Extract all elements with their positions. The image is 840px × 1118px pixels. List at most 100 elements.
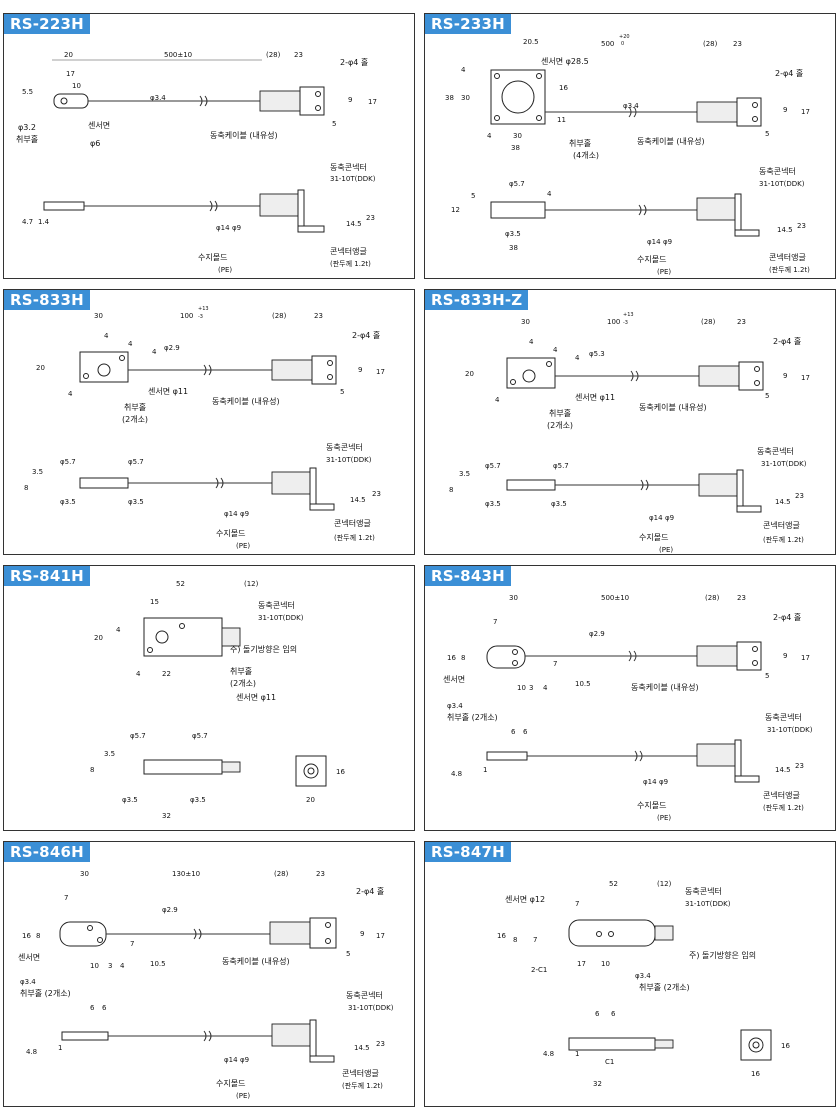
sensor-body — [53, 93, 89, 109]
dim-label: 23 — [737, 594, 746, 602]
angle-label: 콘넥터앵글 — [763, 520, 800, 530]
dim-label: 3.5 — [459, 470, 470, 478]
connector-label: 동축콘넥터 — [757, 446, 794, 456]
dim-label: 9 — [783, 106, 787, 114]
drawing-rs-847h: 52 (12) 센서면 φ12 동축콘넥터 31-10T(DDK) 7 16 8… — [497, 880, 790, 1088]
connector-label: 동축콘넥터 — [685, 886, 722, 896]
dim-label: 7 — [575, 900, 579, 908]
mold-label: 수지몰드 — [637, 255, 666, 264]
dim-label: (28) — [274, 870, 289, 878]
connector-model: 31-10T(DDK) — [326, 456, 372, 464]
dim-label: φ5.7 — [192, 732, 208, 740]
dim-label: φ3.2 — [18, 123, 36, 132]
dim-label: 3.5 — [104, 750, 115, 758]
dim-label: 4 — [152, 348, 157, 356]
note-label: 주) 돌기방향은 임의 — [689, 950, 756, 960]
dim-label: 500±10 — [601, 594, 629, 602]
model-title: RS-833H — [4, 290, 90, 310]
dim-label: φ2.9 — [164, 344, 180, 352]
angle-label: 콘넥터앵글 — [769, 252, 806, 262]
dim-label: φ5.7 — [553, 462, 569, 470]
drawing-rs-223h: 20 500±10 (28) 23 2-φ4 홀 17 10 5.5 φ3.4 … — [16, 51, 377, 274]
dim-label: φ5.3 — [589, 350, 605, 358]
angle-label: 콘넥터앵글 — [330, 246, 367, 256]
dim-label: φ3.4 — [623, 102, 639, 110]
sensor-face — [155, 630, 169, 644]
dim-label: 5 — [340, 388, 344, 396]
dim-label: 9 — [360, 930, 364, 938]
dim-label: φ3.4 — [635, 972, 651, 980]
dim-label: 52 — [176, 580, 185, 588]
dim-label: 23 — [294, 51, 303, 59]
dim-label: φ14 — [224, 1056, 238, 1064]
sensor-body — [486, 645, 526, 669]
panel-rs-841h: RS-841H 52 (12) 15 동축콘넥터 31-10T(DDK) 20 … — [3, 565, 415, 831]
mount-hole — [315, 91, 321, 97]
sensor-label: 센서면 — [88, 120, 110, 130]
mount-label: 취부홀 — [569, 138, 591, 148]
holes-label: 2-φ4 홀 — [773, 612, 801, 622]
dim-label: 10.5 — [575, 680, 591, 688]
dim-label: φ3.5 — [122, 796, 138, 804]
sensor-body-side — [143, 759, 223, 775]
dim-label: 9 — [783, 372, 787, 380]
dim-label: 23 — [795, 762, 804, 770]
sensor-body-side — [490, 201, 546, 219]
dim-label: φ9 — [240, 1056, 249, 1064]
dim-label: 6 — [595, 1010, 600, 1018]
dim-label: 17 — [801, 654, 810, 662]
dim-label: C1 — [605, 1058, 614, 1066]
dim-label: 7 — [533, 936, 537, 944]
angle-label: 콘넥터앵글 — [342, 1068, 379, 1078]
dim-label: 8 — [449, 486, 453, 494]
dim-label: 30 — [80, 870, 89, 878]
dim-label: 3.5 — [32, 468, 43, 476]
dim-label: 4 — [495, 396, 500, 404]
pe-label: (PE) — [659, 546, 673, 554]
dim-label: 14.5 — [346, 220, 362, 228]
dim-label: φ3.5 — [60, 498, 76, 506]
dim-label: 10 — [72, 82, 81, 90]
dim-label: 23 — [797, 222, 806, 230]
dim-label: 5 — [471, 192, 475, 200]
drawing-rs-841h: 52 (12) 15 동축콘넥터 31-10T(DDK) 20 4 주) 돌기방… — [90, 580, 345, 820]
dim-label: 52 — [609, 880, 618, 888]
dim-label: 4 — [116, 626, 121, 634]
mount-label: 취부홀 (2개소) — [639, 982, 690, 992]
pe-label: (PE) — [657, 814, 671, 822]
break-mark — [199, 95, 208, 107]
mold-label: 수지몰드 — [637, 801, 666, 810]
dim-label: φ6 — [90, 139, 100, 148]
dim-label: 9 — [783, 652, 787, 660]
mold-label: 수지몰드 — [216, 1079, 245, 1088]
mount-label: 취부홀 — [549, 408, 571, 418]
sensor-body-side — [43, 201, 85, 211]
dim-label: 10 — [601, 960, 610, 968]
dim-label: 30 — [461, 94, 470, 102]
mount-hole — [60, 97, 68, 105]
holes-label: 2-φ4 홀 — [773, 336, 801, 346]
dim-label: 1 — [575, 1050, 579, 1058]
dim-label: φ3.5 — [128, 498, 144, 506]
panel-rs-233h: RS-233H 20.5 500 +20 0 (28) 23 센서면 φ28.5… — [424, 13, 836, 279]
dim-label: φ9 — [240, 510, 249, 518]
holes-label: 2-φ4 홀 — [356, 886, 384, 896]
dim-label: 100 — [607, 318, 620, 326]
mold-label: 수지몰드 — [198, 253, 227, 262]
sensor-label: 센서면 φ11 — [236, 692, 276, 702]
dim-label: (28) — [703, 40, 718, 48]
dim-label: -3 — [198, 314, 203, 320]
sensor-body-side — [568, 1037, 656, 1051]
dim-label: 4 — [128, 340, 133, 348]
dim-label: 10.5 — [150, 960, 166, 968]
dim-label: 17 — [577, 960, 586, 968]
dim-label: 5.5 — [22, 88, 33, 96]
dim-label: 7 — [64, 894, 68, 902]
dim-label: 16 — [336, 768, 345, 776]
connector-model: 31-10T(DDK) — [761, 460, 807, 468]
dim-label: 8 — [90, 766, 94, 774]
dim-label: φ9 — [663, 238, 672, 246]
dim-label: 4.7 — [22, 218, 33, 226]
dim-label: 6 — [102, 1004, 107, 1012]
dim-label: 16 — [497, 932, 506, 940]
